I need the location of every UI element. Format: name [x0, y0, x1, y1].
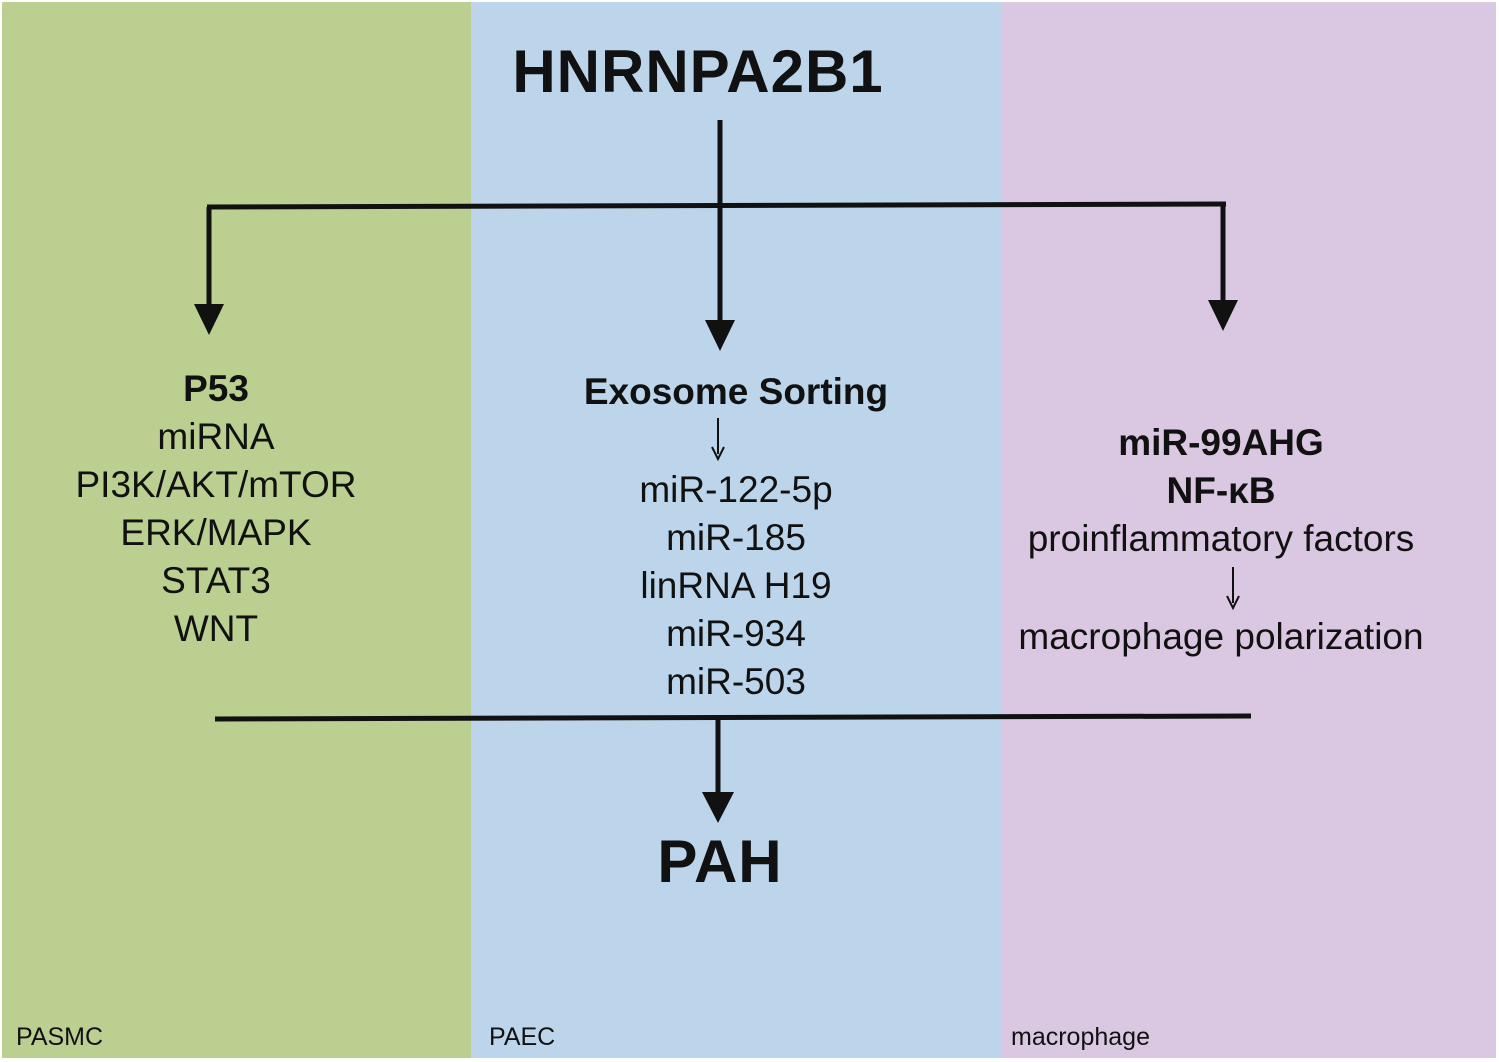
macrophage-factors: proinflammatory factors [1027, 518, 1415, 559]
paec-rna-list: miR-122-5p miR-185 linRNA H19 miR-934 mi… [639, 466, 832, 706]
macrophage-panel: macrophage [1001, 2, 1496, 1058]
pah-arrowhead [702, 792, 734, 823]
paec-item: miR-185 [666, 517, 806, 558]
paec-item: miR-122-5p [639, 469, 833, 510]
macrophage-header: NF-κB [1166, 470, 1276, 511]
paec-panel: PAEC [471, 2, 1001, 1058]
pasmc-item: PI3K/AKT/mTOR [75, 464, 357, 505]
pasmc-pathway-list: P53 miRNA PI3K/AKT/mTOR ERK/MAPK STAT3 W… [76, 365, 357, 653]
paec-item: miR-934 [666, 613, 806, 654]
exosome-thin-arrowhead [711, 446, 725, 462]
macrophage-header: miR-99AHG [1118, 422, 1324, 463]
gene-title: HNRNPA2B1 [512, 38, 884, 105]
left-arrowhead [194, 304, 224, 335]
paec-item: linRNA H19 [640, 565, 832, 606]
pasmc-item: STAT3 [161, 560, 271, 601]
pasmc-panel: PASMC [2, 2, 471, 1058]
pasmc-header: P53 [183, 368, 249, 409]
macrophage-result: macrophage polarization [1018, 616, 1424, 657]
pasmc-item: ERK/MAPK [120, 512, 312, 553]
center-arrowhead [705, 320, 735, 351]
thin-arrows [711, 418, 1240, 611]
pasmc-panel-label: PASMC [16, 1023, 104, 1051]
macrophage-panel-label: macrophage [1011, 1023, 1150, 1051]
paec-item: miR-503 [666, 661, 806, 702]
right-arrowhead [1208, 300, 1238, 331]
outcome-label: PAH [657, 828, 783, 895]
top-horizontal-line [206, 201, 1227, 210]
arrowheads [194, 300, 1238, 823]
paec-header: Exosome Sorting [583, 371, 889, 412]
paec-panel-label: PAEC [489, 1023, 556, 1051]
bottom-merge-line [214, 713, 1252, 722]
pasmc-item: WNT [173, 608, 259, 649]
macrophage-thin-arrowhead [1226, 595, 1240, 611]
pasmc-item: miRNA [157, 416, 275, 457]
macrophage-mediator-list: miR-99AHG NF-κB proinflammatory factors [1028, 419, 1415, 563]
top-branch-lines [206, 120, 1252, 793]
